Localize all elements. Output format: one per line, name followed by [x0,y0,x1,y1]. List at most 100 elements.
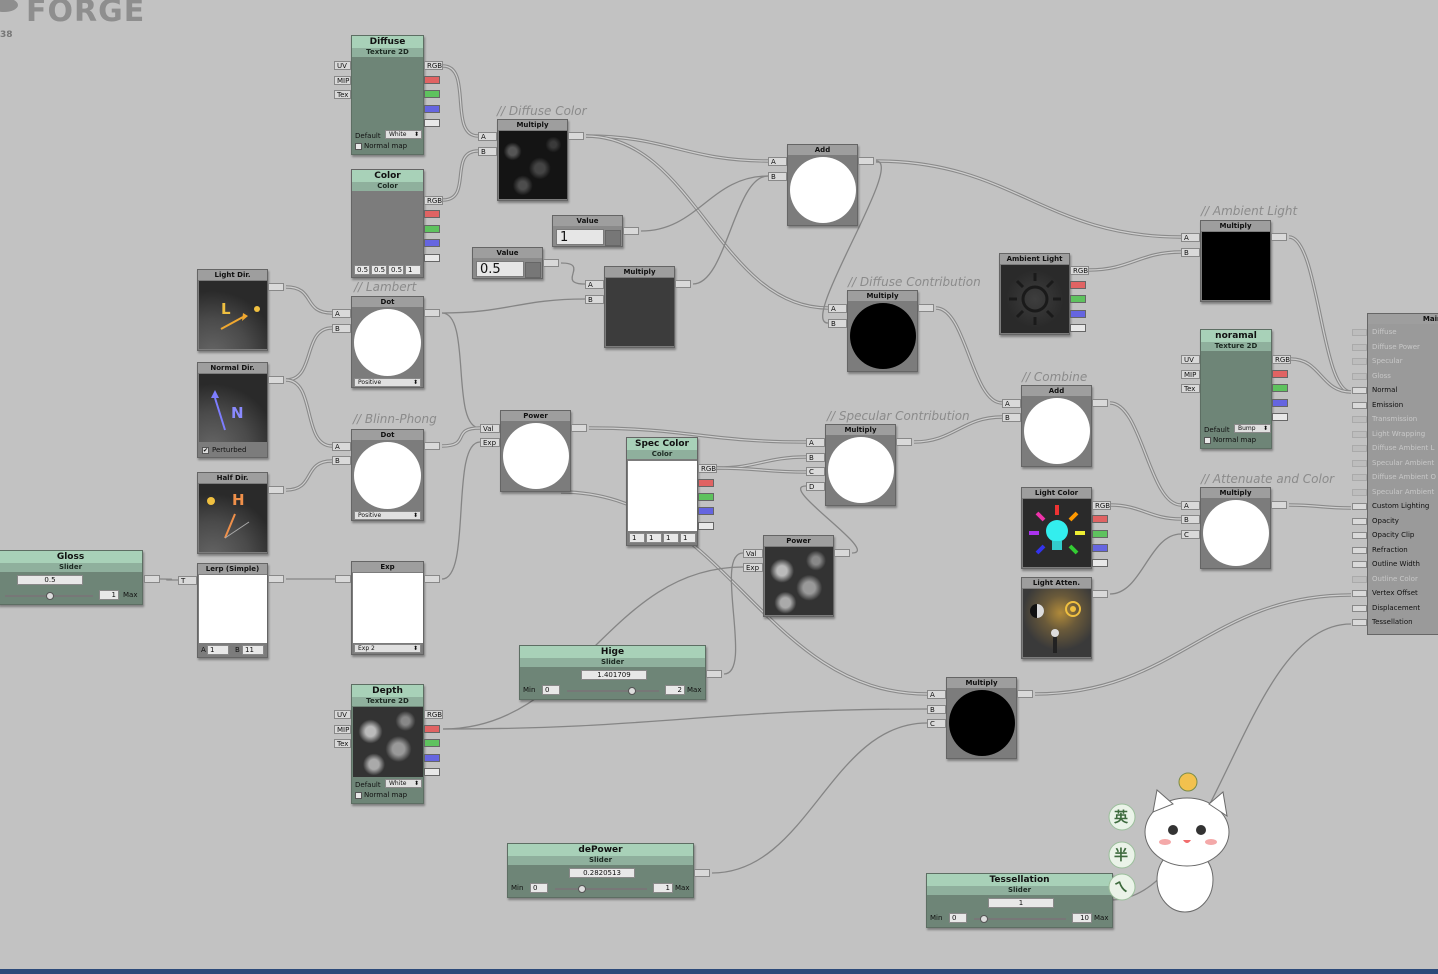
node-gloss-slider[interactable]: Gloss Slider 0.5 1 Max [0,550,143,605]
port-r[interactable] [424,725,440,733]
node-add-combine[interactable]: Add [1021,385,1092,467]
port-out[interactable] [424,442,440,450]
value-input[interactable]: 1 [556,229,604,245]
node-multiply-diffuse[interactable]: Multiply [497,119,568,201]
port-in[interactable] [335,575,351,583]
port-out[interactable] [834,549,850,557]
port-r[interactable] [698,479,714,487]
normal-map-checkbox[interactable] [355,792,362,799]
port-b[interactable]: B [332,456,351,465]
port-t[interactable]: T [178,576,197,585]
port-a[interactable] [424,768,440,776]
port-out[interactable] [675,280,691,288]
slider-track[interactable] [567,690,659,692]
node-add-top[interactable]: Add [787,144,858,226]
main-input-socket[interactable] [1352,604,1367,612]
port-out[interactable] [1017,690,1033,698]
normal-map-checkbox[interactable] [1204,437,1211,444]
node-dot-lambert[interactable]: Dot Positive [351,296,424,388]
port-b[interactable]: B [1002,413,1021,422]
normal-map-checkbox[interactable] [355,143,362,150]
main-input-socket[interactable] [1352,445,1367,452]
port-c[interactable]: C [927,719,946,728]
slider-thumb[interactable] [980,915,989,923]
port-g[interactable] [1092,530,1108,538]
port-r[interactable] [1272,370,1288,378]
port-b[interactable]: B [828,319,847,328]
port-mip[interactable]: MIP [334,725,351,734]
port-out[interactable] [268,575,284,583]
node-exp[interactable]: Exp Exp 2 [351,561,424,655]
port-exp[interactable]: Exp [480,438,500,447]
port-b[interactable]: B [478,147,497,156]
node-light-atten[interactable]: Light Atten. [1021,577,1092,659]
port-g[interactable] [424,739,440,747]
perturbed-checkbox[interactable]: ✔ [202,447,209,454]
port-out[interactable] [1092,590,1108,598]
port-a[interactable] [424,254,440,262]
port-r[interactable] [1092,515,1108,523]
node-multiply-diffuse-contribution[interactable]: Multiply [847,290,918,372]
port-out[interactable] [623,227,639,235]
port-a[interactable]: A [828,304,847,313]
port-out[interactable] [1271,501,1287,509]
port-out[interactable] [706,670,722,678]
main-input-socket[interactable] [1352,590,1367,597]
main-input-socket[interactable] [1352,387,1367,394]
color-r-field[interactable]: 0.5 [354,265,370,275]
color-r-field[interactable]: 1 [629,533,645,543]
slider-min-field[interactable]: 0 [542,685,560,695]
port-out[interactable] [694,869,710,877]
port-out[interactable] [571,424,587,432]
node-lerp[interactable]: Lerp (Simple) A 1 B 11 [197,563,268,658]
main-input-socket[interactable] [1352,546,1367,554]
default-dropdown[interactable]: Bump [1234,424,1271,433]
port-mip[interactable]: MIP [1181,370,1200,379]
port-exp[interactable]: Exp [743,563,763,572]
port-uv[interactable]: UV [334,710,351,719]
port-a[interactable]: A [1181,233,1200,242]
port-out[interactable] [268,376,284,384]
node-noramal-texture[interactable]: noramal Texture 2D Default Bump Normal m… [1200,329,1272,449]
main-input-socket[interactable] [1352,488,1367,496]
node-depower-slider[interactable]: dePower Slider 0.2820513 Min 0 1 Max [507,843,694,898]
port-a[interactable] [424,119,440,127]
port-a[interactable]: A [927,690,946,699]
exp-mode-dropdown[interactable]: Exp 2 [354,644,421,653]
port-out[interactable] [858,157,874,165]
slider-min-field[interactable]: 0 [530,883,548,893]
node-normal-dir[interactable]: Normal Dir. N ✔ Perturbed [197,362,268,458]
port-out[interactable] [1271,233,1287,241]
port-out[interactable] [268,283,284,291]
port-a[interactable]: A [585,280,604,289]
port-r[interactable] [424,210,440,218]
main-input-socket[interactable] [1352,430,1367,438]
node-light-color[interactable]: Light Color [1021,487,1092,569]
port-out[interactable] [268,486,284,494]
slider-track[interactable] [555,888,647,890]
port-out[interactable] [543,259,559,267]
main-input-socket[interactable] [1352,503,1367,510]
port-c[interactable]: C [806,467,825,476]
node-dot-blinn[interactable]: Dot Positive [351,429,424,521]
port-tex[interactable]: Tex [1181,384,1200,393]
port-rgb[interactable]: RGB [1092,501,1111,510]
port-b[interactable] [1070,310,1086,318]
node-half-dir[interactable]: Half Dir. H [197,472,268,554]
port-tex[interactable]: Tex [334,739,351,748]
slider-max-field[interactable]: 1 [653,883,673,893]
node-power-2[interactable]: Power [763,535,834,617]
port-b[interactable]: B [768,172,787,181]
port-a[interactable] [1092,559,1108,567]
port-mip[interactable]: MIP [334,76,351,85]
main-input-socket[interactable] [1352,532,1367,539]
port-r[interactable] [424,76,440,84]
color-a-field[interactable]: 1 [680,533,696,543]
slider-min-field[interactable]: 0 [949,913,967,923]
main-input-socket[interactable] [1352,401,1367,409]
port-a[interactable]: A [332,442,351,451]
color-a-field[interactable]: 1 [405,265,421,275]
slider-thumb[interactable] [628,687,637,695]
node-hige-slider[interactable]: Hige Slider 1.401709 Min 0 2 Max [519,645,706,700]
